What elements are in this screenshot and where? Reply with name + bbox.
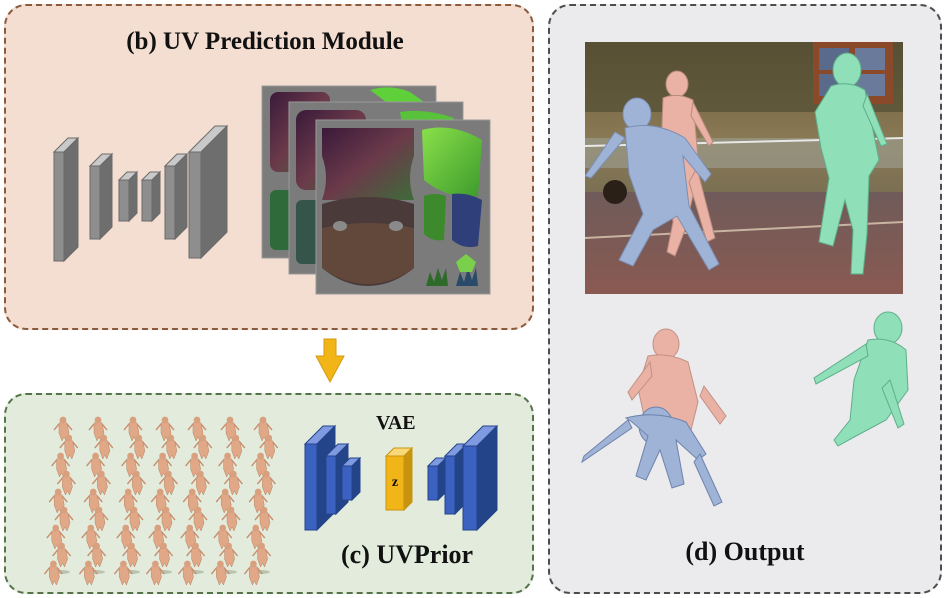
body-sample	[122, 542, 142, 568]
body-sample	[193, 434, 213, 460]
vae-label: VAE	[376, 412, 416, 434]
body-sample	[89, 506, 109, 532]
body-sample	[186, 542, 206, 568]
body-sample	[51, 452, 71, 478]
body-sample	[243, 560, 263, 586]
body-sample	[213, 524, 233, 550]
network-block	[88, 152, 114, 241]
uv-map-front	[315, 119, 491, 295]
network-block	[52, 136, 80, 263]
body-sample	[113, 560, 133, 586]
body-sample	[188, 506, 208, 532]
body-sample	[256, 470, 276, 496]
network-block	[187, 124, 229, 260]
body-sample	[221, 506, 241, 532]
body-sample	[145, 560, 165, 586]
vae-encoder-block	[340, 456, 362, 502]
body-sample	[156, 506, 176, 532]
body-sample	[219, 542, 239, 568]
network-block	[140, 170, 162, 223]
body-sample	[56, 470, 76, 496]
body-sample	[52, 542, 72, 568]
vae-decoder-block	[426, 456, 448, 502]
latent-block	[384, 446, 414, 512]
body-sample	[252, 542, 272, 568]
body-sample	[158, 470, 178, 496]
body-sample	[226, 434, 246, 460]
body-sample	[59, 434, 79, 460]
body-sample	[254, 506, 274, 532]
body-sample	[220, 416, 240, 442]
body-sample	[81, 524, 101, 550]
body-sample	[210, 560, 230, 586]
body-sample	[161, 434, 181, 460]
body-sample	[129, 434, 149, 460]
render-person-green	[813, 311, 909, 447]
body-sample	[154, 542, 174, 568]
body-sample	[177, 560, 197, 586]
body-sample	[259, 434, 279, 460]
uv-prediction-title: (b) UV Prediction Module	[126, 28, 404, 55]
body-sample	[94, 434, 114, 460]
uv-prior-title: (c) UVPrior	[341, 540, 474, 569]
body-sample	[126, 470, 146, 496]
render-person-blue	[581, 406, 723, 507]
body-sample	[91, 470, 111, 496]
person-blue	[585, 97, 720, 271]
body-sample	[87, 542, 107, 568]
vae-decoder-block	[461, 424, 499, 532]
output-title: (d) Output	[685, 537, 805, 566]
body-sample	[86, 452, 106, 478]
body-sample	[54, 506, 74, 532]
body-sample	[124, 506, 144, 532]
network-block	[163, 152, 189, 241]
body-sample	[43, 560, 63, 586]
body-sample	[223, 470, 243, 496]
person-green	[814, 52, 888, 275]
body-sample	[190, 470, 210, 496]
output-photo	[585, 42, 903, 294]
body-sample	[78, 560, 98, 586]
latent-label: z	[392, 475, 398, 490]
network-block	[117, 170, 139, 223]
